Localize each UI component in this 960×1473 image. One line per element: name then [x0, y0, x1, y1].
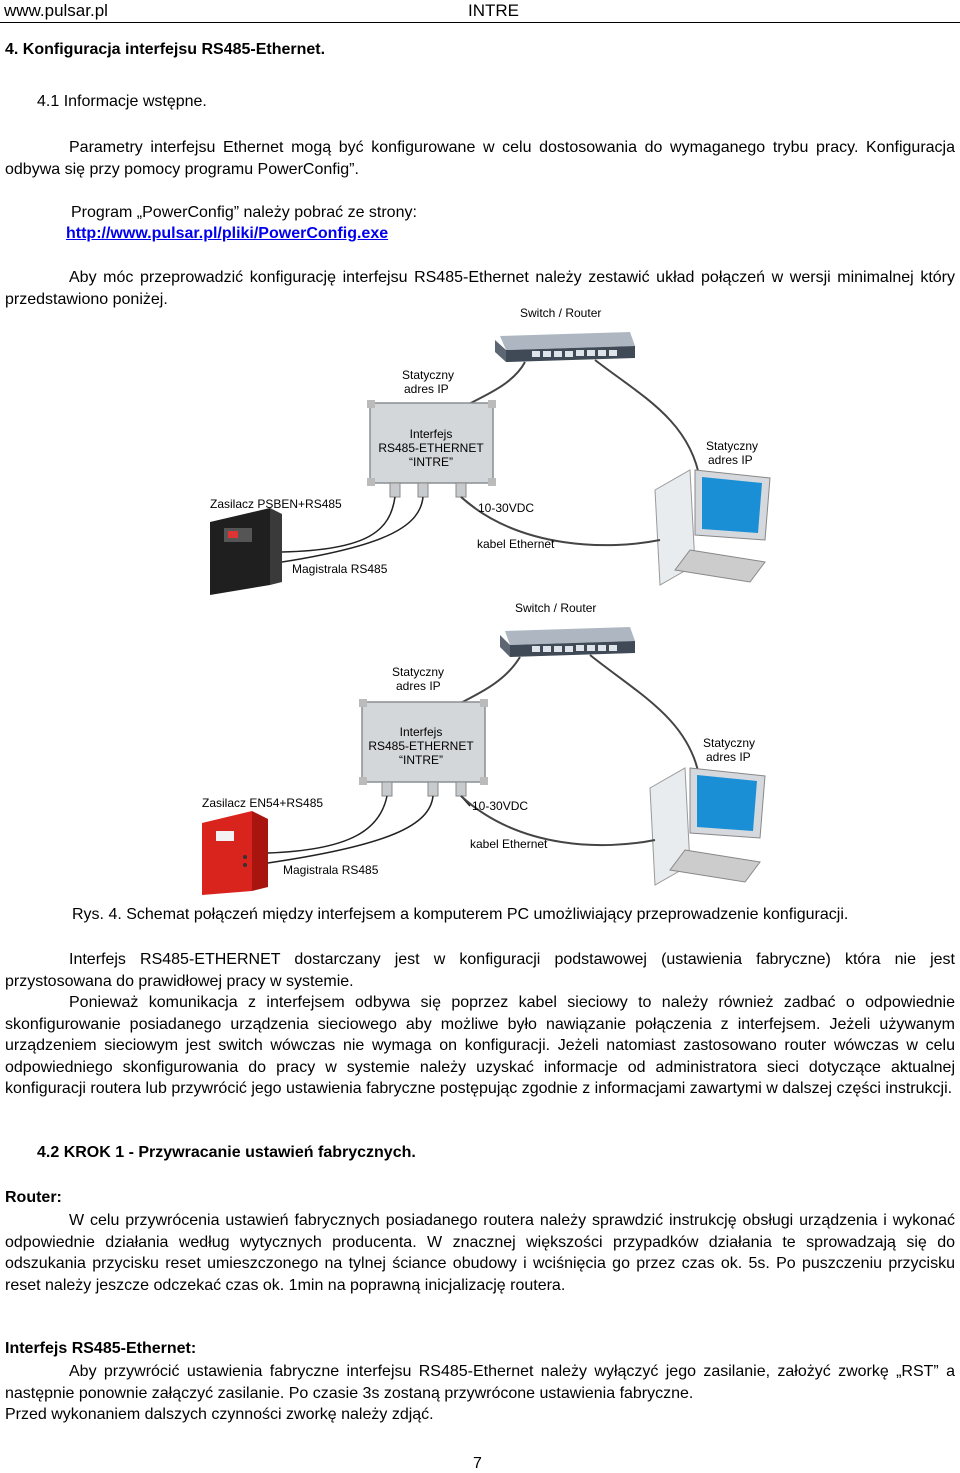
intre-interface-icon	[367, 400, 496, 498]
static-ip-label-1b: adres IP	[396, 679, 441, 693]
switch-label: Switch / Router	[520, 306, 601, 320]
static-ip-label-1a: Statyczny	[392, 665, 444, 679]
static-ip-label-1a: Statyczny	[402, 368, 454, 382]
header-product: INTRE	[468, 1, 519, 20]
interface-label-2: RS485-ETHERNET	[378, 441, 484, 455]
figure-caption: Rys. 4. Schemat połączeń między interfej…	[72, 906, 849, 923]
connection-diagram-1: Switch / Router Statyczny adres IP Inter…	[210, 306, 771, 595]
interface-paragraph: Aby przywrócić ustawienia fabryczne inte…	[5, 1363, 955, 1402]
page-number: 7	[473, 1455, 482, 1472]
psu-label: Zasilacz EN54+RS485	[202, 796, 323, 810]
interface-paragraph-2: Przed wykonaniem dalszych czynności zwor…	[5, 1406, 434, 1423]
ethernet-cable-label: kabel Ethernet	[477, 537, 555, 551]
section-4-2-title: 4.2 KROK 1 - Przywracanie ustawień fabry…	[37, 1144, 416, 1161]
switch-router-icon	[500, 627, 635, 657]
rs485-bus-label: Magistrala RS485	[292, 562, 388, 576]
router-paragraph: W celu przywrócenia ustawień fabrycznych…	[5, 1212, 955, 1294]
section-4-title: 4. Konfiguracja interfejsu RS485-Etherne…	[5, 41, 326, 58]
static-ip-label-2b: adres IP	[706, 750, 751, 764]
pc-computer-icon	[649, 767, 766, 886]
interface-label-1: Interfejs	[400, 725, 443, 739]
router-heading: Router:	[5, 1189, 62, 1206]
download-link[interactable]: http://www.pulsar.pl/pliki/PowerConfig.e…	[66, 225, 389, 242]
static-ip-label-2a: Statyczny	[703, 736, 755, 750]
intre-interface-icon	[359, 699, 488, 797]
intro-paragraph-2: Aby móc przeprowadzić konfigurację inter…	[5, 269, 955, 308]
voltage-label: 10-30VDC	[478, 501, 534, 515]
static-ip-label-2a: Statyczny	[706, 439, 758, 453]
pc-computer-icon	[654, 469, 771, 586]
interface-label-1: Interfejs	[410, 427, 453, 441]
interface-label-3: “INTRE”	[399, 753, 443, 767]
psu-label: Zasilacz PSBEN+RS485	[210, 497, 342, 511]
power-supply-en54-icon	[202, 811, 268, 895]
body-paragraph-2: Ponieważ komunikacja z interfejsem odbyw…	[5, 994, 955, 1097]
connection-diagram-2: Switch / Router Statyczny adres IP Inter…	[202, 601, 766, 895]
interface-label-3: “INTRE”	[409, 455, 453, 469]
header-site: www.pulsar.pl	[4, 1, 108, 20]
power-supply-psben-icon	[210, 508, 282, 595]
section-4-1-title: 4.1 Informacje wstępne.	[37, 93, 207, 110]
download-line: Program „PowerConfig” należy pobrać ze s…	[71, 204, 417, 221]
interface-label-2: RS485-ETHERNET	[368, 739, 474, 753]
header-divider	[0, 22, 960, 23]
body-paragraph-1: Interfejs RS485-ETHERNET dostarczany jes…	[5, 951, 955, 990]
rs485-bus-label: Magistrala RS485	[283, 863, 379, 877]
switch-label: Switch / Router	[515, 601, 596, 615]
static-ip-label-2b: adres IP	[708, 453, 753, 467]
interface-heading: Interfejs RS485-Ethernet:	[5, 1340, 197, 1357]
static-ip-label-1b: adres IP	[404, 382, 449, 396]
switch-router-icon	[495, 332, 635, 362]
ethernet-cable-label: kabel Ethernet	[470, 837, 548, 851]
voltage-label: 10-30VDC	[472, 799, 528, 813]
intro-paragraph-1: Parametry interfejsu Ethernet mogą być k…	[5, 139, 955, 178]
